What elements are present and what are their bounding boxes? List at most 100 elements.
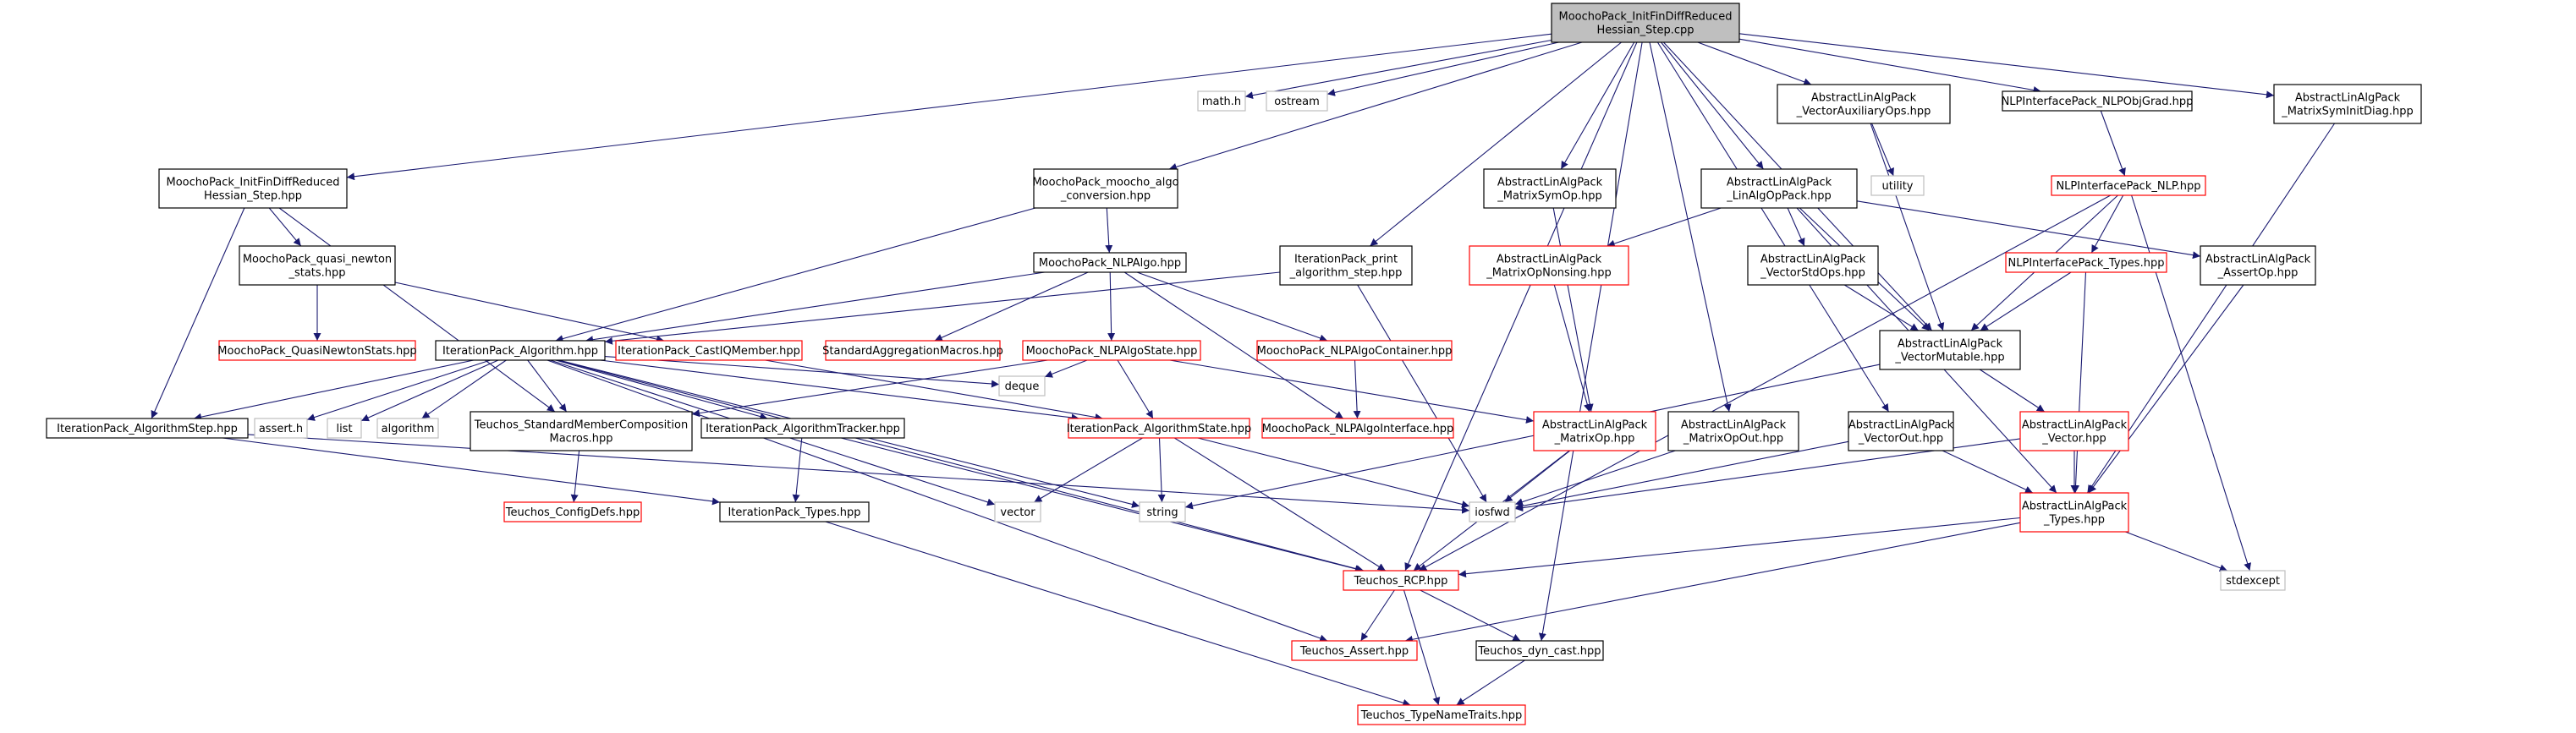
node-label: _Types.hpp <box>2043 514 2105 527</box>
node-mp-nlpiface[interactable]: MoochoPack_NLPAlgoInterface.hpp <box>1261 418 1454 439</box>
node-box <box>2273 84 2422 124</box>
node-box <box>994 501 1041 522</box>
node-label: NLPInterfacePack_NLP.hpp <box>2056 180 2200 193</box>
edge-teuchos-dyn-to-teuchos-tnt <box>1456 659 1525 706</box>
node-vstdops[interactable]: AbstractLinAlgPack_VectorStdOps.hpp <box>1747 245 1879 286</box>
node-teuchos-tnt[interactable]: Teuchos_TypeNameTraits.hpp <box>1357 704 1526 725</box>
edge-alp-types-to-stdexcept <box>2125 531 2228 572</box>
node-mp-state[interactable]: MoochoPack_NLPAlgoState.hpp <box>1022 340 1201 361</box>
node-matrixop[interactable]: AbstractLinAlgPack_MatrixOp.hpp <box>1533 411 1656 451</box>
node-label: _stats.hpp <box>288 267 345 280</box>
edge-linalgop-to-mopnonsing <box>1607 207 1722 248</box>
node-vmutable[interactable]: AbstractLinAlgPack_VectorMutable.hpp <box>1879 330 2021 370</box>
node-box <box>2005 252 2167 273</box>
node-box <box>327 418 362 439</box>
node-label: deque <box>1005 380 1040 393</box>
node-box <box>239 245 396 286</box>
node-box <box>158 168 348 209</box>
node-label: IterationPack_AlgorithmStep.hpp <box>57 423 238 435</box>
edge-linalgop-to-assertop <box>1856 200 2201 260</box>
edge-mp-conv-to-ip-algo <box>555 207 1036 342</box>
node-box <box>1197 90 1246 112</box>
node-label: AbstractLinAlgPack <box>1727 177 1832 189</box>
node-alp-types[interactable]: AbstractLinAlgPack_Types.hpp <box>2019 492 2129 533</box>
node-assertop[interactable]: AbstractLinAlgPack_AssertOp.hpp <box>2200 245 2316 286</box>
node-string: string <box>1139 501 1186 522</box>
edge-ip-tracker-to-ip-types <box>792 437 803 503</box>
node-label: _algorithm_step.hpp <box>1289 267 1403 280</box>
node-ip-tracker[interactable]: IterationPack_AlgorithmTracker.hpp <box>700 418 905 439</box>
node-label: utility <box>1882 180 1914 193</box>
node-ip-state[interactable]: IterationPack_AlgorithmState.hpp <box>1067 418 1252 439</box>
node-mp-qnstats[interactable]: MoochoPack_QuasiNewtonStats.hpp <box>217 340 417 361</box>
node-root[interactable]: MoochoPack_InitFinDiffReducedHessian_Ste… <box>1551 3 1740 43</box>
node-label: _MatrixSymOp.hpp <box>1497 190 1601 203</box>
node-ip-print[interactable]: IterationPack_print_algorithm_step.hpp <box>1279 245 1413 286</box>
node-box <box>376 418 439 439</box>
node-ip-step[interactable]: IterationPack_AlgorithmStep.hpp <box>46 418 249 439</box>
edge-nlp-to-nlptypes <box>2090 194 2124 254</box>
node-label: IterationPack_AlgorithmTracker.hpp <box>706 423 900 435</box>
node-label: _LinAlgOpPack.hpp <box>1726 190 1832 203</box>
node-box <box>1533 411 1656 451</box>
node-mp-qn[interactable]: MoochoPack_quasi_newton_stats.hpp <box>239 245 396 286</box>
node-teuchos-smc[interactable]: Teuchos_StandardMemberCompositionMacros.… <box>470 411 693 451</box>
node-box <box>2051 175 2206 196</box>
node-ip-algo[interactable]: IterationPack_Algorithm.hpp <box>435 340 606 361</box>
node-msymop[interactable]: AbstractLinAlgPack_MatrixSymOp.hpp <box>1483 168 1617 209</box>
edge-ip-algo-to-teuchos-assert <box>547 359 1328 643</box>
edge-mp-nlpalgo-to-mp-state <box>1107 271 1116 342</box>
node-mopnonsing[interactable]: AbstractLinAlgPack_MatrixOpNonsing.hpp <box>1469 245 1629 286</box>
edge-root-to-ostream <box>1326 41 1559 96</box>
node-mp-nlpalgo[interactable]: MoochoPack_NLPAlgo.hpp <box>1033 252 1187 273</box>
node-label: AbstractLinAlgPack <box>1542 419 1648 432</box>
node-box <box>1469 245 1629 286</box>
node-teuchos-assert[interactable]: Teuchos_Assert.hpp <box>1291 640 1418 661</box>
edge-msymop-to-matrixop <box>1552 207 1594 413</box>
node-mp-container[interactable]: MoochoPack_NLPAlgoContainer.hpp <box>1256 340 1453 361</box>
node-mp-init-hpp[interactable]: MoochoPack_InitFinDiffReducedHessian_Ste… <box>158 168 348 209</box>
edge-ip-algo-to-deque <box>604 356 1000 388</box>
node-ip-castiq[interactable]: IterationPack_CastIQMember.hpp <box>615 340 803 361</box>
node-box <box>1022 340 1201 361</box>
node-box <box>1261 418 1454 439</box>
node-label: AbstractLinAlgPack <box>1811 92 1917 105</box>
edge-ip-algo-to-teuchos-smc <box>527 359 568 413</box>
edge-matrixop-to-iosfwd <box>1504 450 1571 503</box>
edge-ip-tracker-to-teuchos-rcp <box>841 437 1363 573</box>
node-vaux[interactable]: AbstractLinAlgPack_VectorAuxiliaryOps.hp… <box>1777 84 1951 124</box>
node-mopout[interactable]: AbstractLinAlgPack_MatrixOpOut.hpp <box>1667 411 1799 451</box>
node-linalgop[interactable]: AbstractLinAlgPack_LinAlgOpPack.hpp <box>1700 168 1858 209</box>
node-label: AbstractLinAlgPack <box>1760 254 1866 266</box>
node-ip-types[interactable]: IterationPack_Types.hpp <box>719 501 870 522</box>
node-box <box>2019 411 2129 451</box>
node-mp-conv[interactable]: MoochoPack_moocho_algo_conversion.hpp <box>1032 168 1179 209</box>
node-box <box>1551 3 1740 43</box>
node-label: _conversion.hpp <box>1060 190 1151 203</box>
node-label: IterationPack_AlgorithmState.hpp <box>1067 423 1252 435</box>
edge-nlptypes-to-vmutable <box>1980 271 2072 331</box>
node-nlptypes[interactable]: NLPInterfacePack_Types.hpp <box>2005 252 2167 273</box>
node-teuchos-rcp[interactable]: Teuchos_RCP.hpp <box>1343 570 1459 591</box>
node-msym-init[interactable]: AbstractLinAlgPack_MatrixSymInitDiag.hpp <box>2273 84 2422 124</box>
node-vector-hpp[interactable]: AbstractLinAlgPack_Vector.hpp <box>2019 411 2129 451</box>
node-box <box>1469 501 1516 522</box>
node-box <box>2200 245 2316 286</box>
node-label: AbstractLinAlgPack <box>1681 419 1787 432</box>
edge-teuchos-rcp-to-teuchos-dyn <box>1420 589 1521 642</box>
node-nlp[interactable]: NLPInterfacePack_NLP.hpp <box>2051 175 2206 196</box>
node-nlpobjgrad[interactable]: NLPInterfacePack_NLPObjGrad.hpp <box>2002 90 2194 112</box>
edge-ip-state-to-teuchos-rcp <box>1174 437 1386 572</box>
node-teuchos-dyn[interactable]: Teuchos_dyn_cast.hpp <box>1475 640 1604 661</box>
edge-nlptypes-to-alp-types <box>2072 271 2087 494</box>
node-stdagg[interactable]: StandardAggregationMacros.hpp <box>822 340 1003 361</box>
edge-ip-algo-to-ip-state <box>600 359 1079 422</box>
node-box <box>1475 640 1604 661</box>
node-label: AbstractLinAlgPack <box>1898 338 2003 351</box>
node-vout[interactable]: AbstractLinAlgPack_VectorOut.hpp <box>1848 411 1954 451</box>
node-label: Teuchos_StandardMemberComposition <box>474 419 688 432</box>
edge-mp-state-to-deque <box>1044 359 1088 378</box>
node-teuchos-config[interactable]: Teuchos_ConfigDefs.hpp <box>503 501 642 522</box>
node-label: algorithm <box>382 423 435 435</box>
edge-linalgop-to-vstdops <box>1787 207 1805 247</box>
